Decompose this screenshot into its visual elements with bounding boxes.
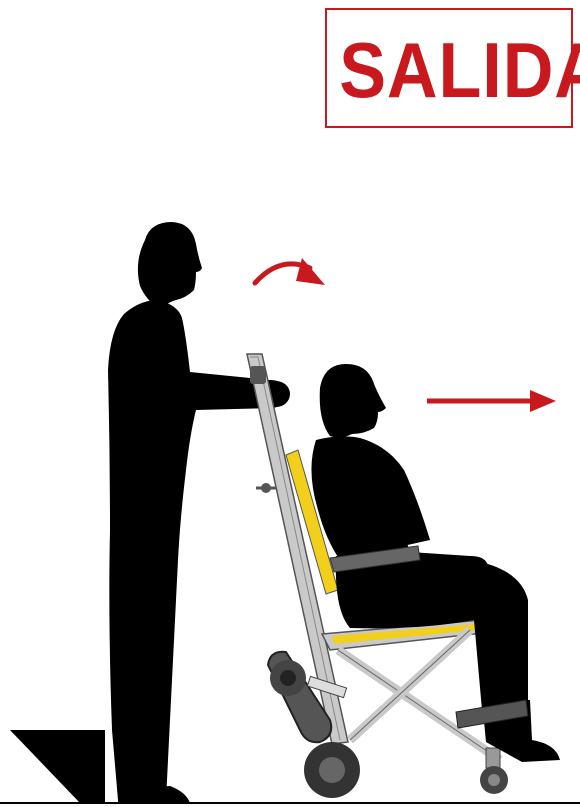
stair-step — [10, 730, 105, 803]
forward-arrow-head — [530, 390, 556, 412]
attendant-silhouette — [108, 222, 290, 803]
tilt-arrow-head — [296, 258, 325, 285]
